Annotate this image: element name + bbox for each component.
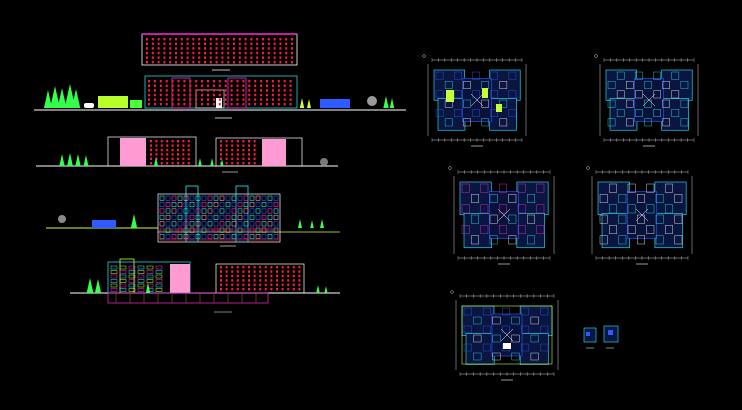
detail-plan[interactable] [583, 325, 619, 349]
floor-plan-2[interactable] [594, 54, 699, 147]
section-1[interactable] [46, 185, 340, 247]
floor-plan-4[interactable] [586, 166, 693, 265]
section-2[interactable] [70, 258, 340, 313]
floor-plan-3[interactable] [448, 166, 555, 265]
elevation-1[interactable] [141, 33, 298, 71]
floor-plan-5[interactable] [450, 290, 559, 381]
floor-plan-1[interactable] [422, 54, 527, 147]
elevation-2[interactable] [34, 75, 406, 119]
elevation-3[interactable] [36, 136, 338, 173]
